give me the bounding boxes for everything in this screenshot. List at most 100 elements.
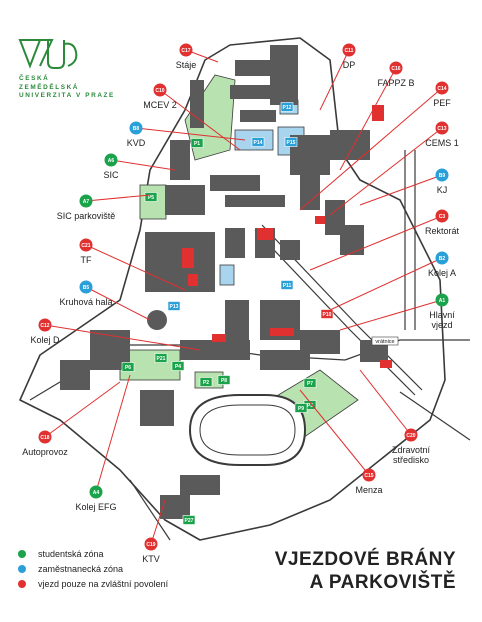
parking-code: P3	[307, 403, 313, 409]
parking-p1[interactable]: P1	[190, 138, 204, 148]
parking-p13[interactable]: P13	[167, 301, 181, 311]
parking-p5[interactable]: P5	[144, 192, 158, 202]
gate-name: Autoprovoz	[22, 447, 68, 457]
parking-code: P1	[194, 141, 200, 147]
parking-p2[interactable]: P2	[199, 377, 213, 387]
university-name: ČESKÁ ZEMĚDĚLSKÁ UNIVERZITA V PRAZE	[19, 75, 115, 101]
staff-dot-icon	[18, 564, 26, 573]
parking-p8[interactable]: P8	[217, 375, 231, 385]
parking-code: P21	[157, 356, 166, 362]
gate-code: A6	[108, 158, 115, 164]
parking-p27[interactable]: P27	[182, 515, 196, 525]
gate-dot-icon	[179, 43, 193, 57]
gate-dot-icon	[404, 428, 418, 442]
parking-code: P27	[185, 518, 194, 524]
gate-name: KJ	[437, 185, 448, 195]
gate-code: C10	[155, 88, 164, 94]
parking-p9[interactable]: P9	[294, 403, 308, 413]
gate-dot-icon	[144, 537, 158, 551]
gate-leader-line	[359, 174, 443, 206]
gate-code: C15	[364, 473, 373, 479]
parking-p14[interactable]: P14	[251, 137, 265, 147]
parking-p4[interactable]: P4	[171, 361, 185, 371]
gate-name: Stáje	[176, 60, 197, 70]
gate-name: CEMS 1	[425, 138, 459, 148]
gate-dot-icon	[89, 485, 103, 499]
gate-leader-line	[299, 87, 443, 211]
parking-p15[interactable]: P15	[284, 137, 298, 147]
gate-name: FAPPZ B	[377, 78, 414, 88]
gate-code: C16	[391, 66, 400, 72]
gate-leader-line	[135, 127, 246, 141]
gatehouse-label: vrátnice	[375, 339, 394, 345]
parking-badge	[217, 375, 231, 385]
gate-leader-line	[339, 67, 397, 171]
gate-name: Kruhová hala	[59, 297, 112, 307]
gate-dot-icon	[79, 238, 93, 252]
parking-p21[interactable]: P21	[154, 353, 168, 363]
parking-badge	[171, 361, 185, 371]
gate-name: Zdravotní	[392, 445, 431, 455]
gate-name: Rektorát	[425, 226, 460, 236]
gate-code: C13	[437, 126, 446, 132]
gate-code: A7	[83, 199, 90, 205]
gate-name: vjezd	[431, 320, 452, 330]
parking-badge	[121, 362, 135, 372]
gate-code: B8	[133, 126, 140, 132]
gate-code: B2	[439, 256, 446, 262]
gate-dot-icon	[435, 81, 449, 95]
gate-name: MCEV 2	[143, 100, 177, 110]
gate-leader-line	[44, 381, 121, 438]
roundabout	[147, 310, 167, 330]
legend-item-special: vjezd pouze na zvláštní povolení	[18, 576, 168, 591]
map-title-line2: A PARKOVIŠTĚ	[309, 572, 456, 593]
parking-code: P7	[307, 381, 313, 387]
parking-code: P14	[254, 140, 263, 146]
gate-leader-line	[85, 194, 151, 202]
parking-p11[interactable]: P11	[280, 280, 294, 290]
gate-dot-icon	[435, 293, 449, 307]
parking-p10[interactable]: P10	[320, 309, 334, 319]
parking-p7[interactable]: P7	[303, 378, 317, 388]
legend-item-staff: zaměstnanecká zóna	[18, 561, 168, 576]
gate-dot-icon	[435, 251, 449, 265]
gate-name: Kolej EFG	[75, 502, 116, 512]
legend-label: vjezd pouze na zvláštní povolení	[38, 578, 169, 589]
gate-leader-line	[85, 244, 186, 291]
map-title: VJEZDOVÉ BRÁNY A PARKOVIŠTĚ	[275, 548, 456, 594]
gate-leader-line	[299, 389, 370, 476]
parking-p12[interactable]: P12	[280, 102, 294, 112]
gate-leader-line	[44, 324, 201, 351]
parking-badge	[154, 353, 168, 363]
gate-name: Hlavní	[429, 310, 455, 320]
special-dot-icon	[18, 579, 26, 588]
gate-dot-icon	[38, 318, 52, 332]
parking-code: P10	[323, 312, 332, 318]
gate-dot-icon	[104, 153, 118, 167]
gate-name: KTV	[142, 554, 160, 564]
gate-leader-line	[319, 49, 350, 111]
parking-p6[interactable]: P6	[121, 362, 135, 372]
